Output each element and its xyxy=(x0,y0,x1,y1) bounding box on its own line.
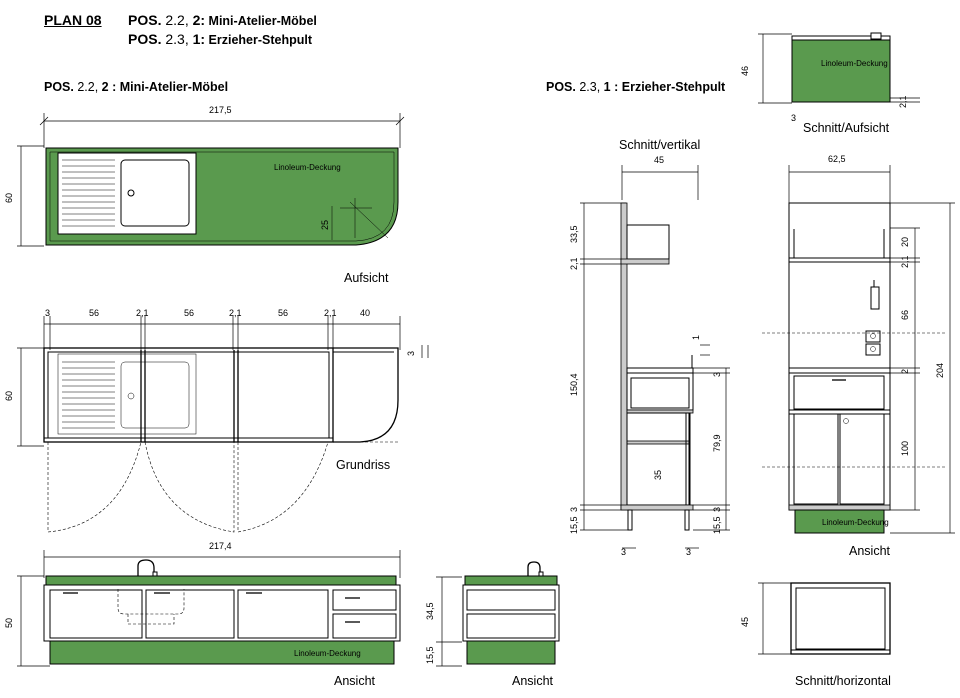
dim-sv-335: 33,5 xyxy=(569,225,579,243)
view-label-ansicht-side: Ansicht xyxy=(512,674,553,688)
dim-pult-20: 20 xyxy=(900,237,910,247)
linoleum-label-front: Linoleum-Deckung xyxy=(294,649,361,658)
dim-sv-1504: 150,4 xyxy=(569,373,579,396)
dim-seg-21-1: 2,1 xyxy=(136,308,149,318)
schnitt-aufsicht-view: 46 Linoleum-Deckung 2,1 3 xyxy=(740,32,920,123)
dim-sv-3b: 3 xyxy=(712,372,722,377)
dim-seg-21-3: 2,1 xyxy=(324,308,337,318)
dim-seg-56-2: 56 xyxy=(184,308,194,318)
dim-corner-radius: 25 xyxy=(320,220,330,230)
header-line-2: POS. 2.3, 1: Erzieher-Stehpult xyxy=(128,31,313,47)
drain-icon xyxy=(127,189,135,197)
dim-sv-21: 2,1 xyxy=(569,257,579,270)
grundriss-view: 3 56 2,1 56 2,1 56 2,1 40 60 3 xyxy=(4,308,429,533)
dim-sa-3: 3 xyxy=(791,113,796,123)
view-label-ansicht-pult: Ansicht xyxy=(849,544,890,558)
dim-sv-1: 1 xyxy=(691,335,701,340)
linoleum-label-aufsicht-pult: Linoleum-Deckung xyxy=(821,59,888,68)
plinth-pult xyxy=(794,509,885,534)
dim-sa-21: 2,1 xyxy=(898,95,908,108)
dim-ansicht-width: 217,4 xyxy=(209,541,232,551)
ansicht-pult-view: 62,5 Linoleum-Deckung xyxy=(762,154,955,534)
dim-pult-2: 2 xyxy=(900,369,910,374)
view-label-schnitt-vertikal: Schnitt/vertikal xyxy=(619,138,701,152)
dim-pult-66: 66 xyxy=(900,310,910,320)
linoleum-label-pult: Linoleum-Deckung xyxy=(822,518,889,527)
dim-depth-grundriss: 60 xyxy=(4,391,14,401)
dim-height-ansicht: 50 xyxy=(4,618,14,628)
dim-seg-21-2: 2,1 xyxy=(229,308,242,318)
dim-seg-56-1: 56 xyxy=(89,308,99,318)
plinth-front xyxy=(49,640,395,665)
dim-sv-155b: 15,5 xyxy=(712,516,722,534)
dim-pult-100: 100 xyxy=(900,441,910,456)
dim-sv-3: 3 xyxy=(569,507,579,512)
view-label-grundriss: Grundriss xyxy=(336,458,391,472)
schnitt-vertikal-view: 45 33,5 2,1 150,4 3 15,5 35 xyxy=(569,155,730,557)
dim-grundriss-3: 3 xyxy=(406,351,416,356)
aufsicht-view: 217,5 60 Linoleum-Deckung xyxy=(4,105,405,247)
dim-side-345: 34,5 xyxy=(425,602,435,620)
countertop-front xyxy=(45,575,397,586)
dim-side-155: 15,5 xyxy=(425,646,435,664)
dim-sh-45: 45 xyxy=(740,617,750,627)
schnitt-horizontal-view: 45 xyxy=(740,582,891,655)
dim-sa-46: 46 xyxy=(740,66,750,76)
ansicht-side-view: 34,5 15,5 xyxy=(425,561,560,667)
dim-sv-bottom-3b: 3 xyxy=(686,547,691,557)
ansicht-front-view: 217,4 50 Linoleum-Deckung xyxy=(4,541,401,667)
view-label-ansicht-front: Ansicht xyxy=(334,674,375,688)
dim-sv-35: 35 xyxy=(653,470,663,480)
dim-pult-625: 62,5 xyxy=(828,154,846,164)
dim-pult-21: 2,1 xyxy=(900,255,910,268)
dim-seg-40: 40 xyxy=(360,308,370,318)
view-label-schnitt-horizontal: Schnitt/horizontal xyxy=(795,674,891,688)
dim-sv-bottom-3a: 3 xyxy=(621,547,626,557)
dim-sv-155: 15,5 xyxy=(569,516,579,534)
plan-number: PLAN 08 xyxy=(44,12,102,28)
dim-depth-aufsicht: 60 xyxy=(4,193,14,203)
view-label-schnitt-aufsicht: Schnitt/Aufsicht xyxy=(803,121,890,135)
dim-sv-45: 45 xyxy=(654,155,664,165)
section-title-stehpult: POS. 2.3, 1 : Erzieher-Stehpult xyxy=(546,80,726,94)
dim-top-width: 217,5 xyxy=(209,105,232,115)
dim-seg-3: 3 xyxy=(45,308,50,318)
linoleum-label-aufsicht: Linoleum-Deckung xyxy=(274,163,341,172)
section-title-mini-atelier: POS. 2.2, 2 : Mini-Atelier-Möbel xyxy=(44,80,229,94)
view-label-aufsicht: Aufsicht xyxy=(344,271,389,285)
dim-pult-204: 204 xyxy=(935,363,945,378)
dim-sv-799: 79,9 xyxy=(712,434,722,452)
header-line-1: POS. 2.2, 2: Mini-Atelier-Möbel xyxy=(128,12,317,28)
dim-seg-56-3: 56 xyxy=(278,308,288,318)
dim-sv-3c: 3 xyxy=(712,507,722,512)
